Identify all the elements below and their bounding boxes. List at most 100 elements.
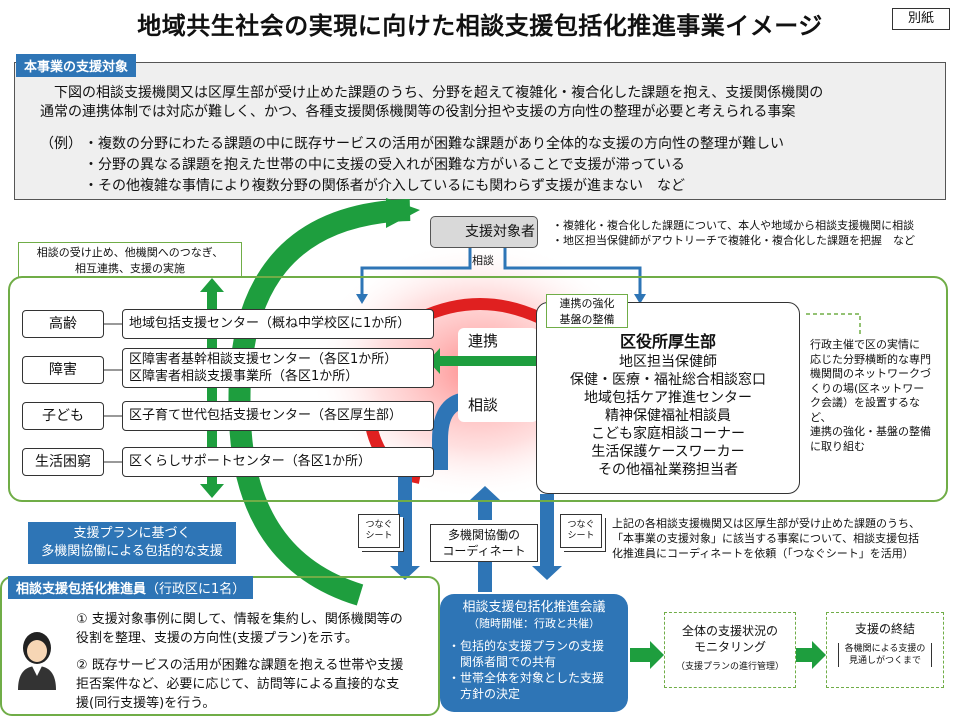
left-callout: 相談の受け止め、他機関へのつなぎ、 相互連携、支援の実施 — [18, 242, 242, 278]
subject-label: 支援対象者 — [465, 224, 535, 240]
ward-item: 地区担当保健師 — [619, 354, 717, 370]
category-children: 子ども — [22, 402, 104, 430]
avatar-face — [27, 640, 47, 662]
meeting-sub: （随時開催：行政と共催） — [468, 617, 600, 630]
example-item: ・分野の異なる課題を抱えた世帯の中に支援の受入れが困難な方がいることで支援が滞っ… — [84, 157, 685, 173]
coordinator-item-line: ② 既存サービスの活用が困難な課題を抱える世帯や支援 — [76, 658, 404, 673]
monitor-line: 全体の支援状況の — [681, 624, 778, 638]
plan-box: 支援プランに基づく 多機関協働による包括的な支援 — [28, 522, 236, 564]
green-arrowhead-down — [200, 484, 224, 498]
ward-item: 生活保護ケースワーカー — [591, 444, 745, 460]
right-note-line: 機関間のネットワークづ — [810, 367, 931, 380]
coordinate-box: 多機関協働の コーディネート — [430, 524, 538, 562]
example-item: ・その他複雑な事情により複数分野の関係者が介入しているにも関わらず支援が進まない… — [84, 178, 686, 194]
flow-arrow-1 — [630, 641, 664, 669]
meeting-item: 方針の決定 — [448, 687, 521, 701]
consult-line-left — [360, 248, 472, 296]
meeting-box: 相談支援包括化推進会議 （随時開催：行政と共催） ・包括的な支援プランの支援 関… — [440, 594, 628, 712]
coordinator-item-line: 拒否案件など、必要に応じて、訪問等による直接的な支 — [76, 677, 400, 692]
blue-arrow-up-center — [478, 500, 492, 520]
end-sub-line: 各機関による支援の — [844, 644, 926, 654]
right-dashed-line — [806, 313, 861, 336]
end-box: 支援の終結 各機関による支援の 見通しがつくまで — [826, 612, 944, 688]
meeting-title: 相談支援包括化推進会議 — [462, 600, 606, 615]
right-note-line: 行政主催で区の実情に — [810, 338, 920, 351]
subject-box: 支援対象者 — [430, 216, 538, 248]
target-description-line: 下図の相談支援機関又は区厚生部が受け止めた課題のうち、分野を超えて複雑化・複合化… — [54, 85, 824, 101]
ward-item: その他福祉業務担当者 — [598, 462, 738, 478]
institution-children: 区子育て世代包括支援センター（各区厚生部） — [122, 401, 434, 431]
end-sub-line: 見通しがつくまで — [848, 656, 921, 666]
consult-line-right — [503, 248, 642, 296]
request-line: 「本事業の支援対象」に該当する事案について、相談支援包括 — [612, 532, 920, 545]
plan-line: 支援プランに基づく — [73, 526, 191, 541]
right-note-line: くりの場(区ネットワー — [810, 381, 925, 395]
meeting-item: ・世帯全体を対象とした支援 — [448, 671, 605, 685]
coordinator-label-sub: （行政区に1名） — [146, 582, 246, 597]
left-callout-line: 相談の受け止め、他機関へのつなぎ、 — [36, 246, 224, 259]
category-poverty: 生活困窮 — [22, 448, 104, 476]
blue-arrowhead-up — [470, 486, 500, 500]
right-note-line: 応じた分野横断的な専門 — [810, 352, 931, 366]
consult-label: 相談 — [472, 254, 494, 267]
meeting-item: 関係者間での共有 — [448, 655, 557, 669]
coordinator-item-line: ① 支援対象事例に関して、情報を集約し、関係機関等の — [76, 612, 403, 627]
example-item: ・複数の分野にわたる課題の中に既存サービスの活用が困難な課題があり全体的な支援の… — [84, 136, 784, 152]
ward-item: 地域包括ケア推進センター — [584, 390, 752, 406]
request-note: 上記の各相談支援機関又は区厚生部が受け止めた課題のうち、 「本事業の支援対象」に… — [612, 516, 958, 561]
sheet-line: つなぐ — [567, 520, 595, 530]
avatar-body — [18, 666, 56, 690]
ward-item: こども家庭相談コーナー — [591, 426, 745, 442]
target-label: 本事業の支援対象 — [16, 54, 137, 77]
target-description-line: 通常の連携体制では対応が難しく、かつ、各種支援関係機関等の役割分担や支援の方向性… — [40, 104, 796, 120]
request-line: 化推進員にコーディネートを依頼（「つなぐシート」を活用） — [612, 547, 914, 560]
monitor-box: 全体の支援状況の モニタリング （支援プランの進行管理） — [664, 612, 796, 688]
institution-poverty: 区くらしサポートセンター（各区1か所） — [122, 447, 434, 477]
green-arc-arrowhead — [386, 198, 420, 228]
example-label: （例） — [40, 136, 82, 152]
coordinator-item-1: ① 支援対象事例に関して、情報を集約し、関係機関等の 役割を整理、支援の方向性(… — [76, 610, 438, 648]
plan-line: 多機関協働による包括的な支援 — [41, 544, 223, 559]
consult-arrowhead-right — [634, 294, 646, 304]
coordinate-line: コーディネート — [442, 544, 526, 558]
ward-item: 保健・医療・福祉総合相談窓口 — [570, 372, 766, 388]
sheet-line: シート — [365, 531, 393, 541]
coordinator-avatar — [18, 632, 56, 690]
ward-heading: 区役所厚生部 — [619, 332, 716, 351]
institution-line: 区障害者相談支援事業所（各区1か所） — [129, 369, 359, 384]
consult-arrowhead-left — [356, 294, 368, 304]
coordinator-label-text: 相談支援包括化推進員 — [16, 582, 147, 597]
monitor-line: モニタリング — [693, 640, 766, 654]
ward-item: 精神保健福祉相談員 — [605, 408, 731, 424]
sheet-line: つなぐ — [365, 520, 393, 530]
target-description: 下図の相談支援機関又は区厚生部が受け止めた課題のうち、分野を超えて複雑化・複合化… — [40, 84, 936, 122]
strengthen-callout: 連携の強化 基盤の整備 — [546, 294, 628, 328]
blue-arrow-stem-center — [478, 562, 492, 592]
green-arrowhead-left — [428, 348, 440, 374]
target-section — [14, 62, 946, 200]
institution-elderly: 地域包括支援センター（概ね中学校区に1か所） — [122, 309, 434, 339]
end-title: 支援の終結 — [854, 622, 915, 636]
flow-arrow-2 — [796, 641, 826, 669]
subject-note: ・複雑化・複合化した課題について、本人や地域から相談支援機関に相談 — [552, 219, 915, 232]
avatar-collar — [32, 666, 42, 676]
subject-note: ・地区担当保健師がアウトリーチで複雑化・複合化した課題を把握 など — [552, 234, 915, 247]
request-line: 上記の各相談支援機関又は区厚生部が受け止めた課題のうち、 — [612, 517, 920, 530]
institution-disability: 区障害者基幹相談支援センター（各区1か所） 区障害者相談支援事業所（各区1か所） — [122, 348, 434, 388]
meeting-item: ・包括的な支援プランの支援 — [448, 639, 605, 653]
coordinator-item-line: 援(同行支援等)を行う。 — [76, 696, 216, 711]
coordinator-item-2: ② 既存サービスの活用が困難な課題を抱える世帯や支援 拒否案件など、必要に応じて… — [76, 656, 438, 713]
sheet-line: シート — [567, 531, 595, 541]
tsunagu-sheet-left: つなぐ シート — [358, 514, 400, 548]
right-note-line: 連携の強化・基盤の整備 — [810, 425, 931, 438]
end-sub: 各機関による支援の 見通しがつくまで — [838, 643, 932, 667]
green-vertical-arrow — [207, 290, 217, 486]
ward-office-box: 区役所厚生部 地区担当保健師 保健・医療・福祉総合相談窓口 地域包括ケア推進セン… — [536, 302, 800, 494]
strengthen-line: 連携の強化 — [559, 297, 615, 310]
monitor-sub: （支援プランの進行管理） — [675, 662, 784, 672]
right-note-line: に取り組む — [810, 439, 865, 453]
green-arrowhead-up — [200, 278, 224, 292]
attachment-badge: 別紙 — [892, 8, 950, 30]
page-title: 地域共生社会の実現に向けた相談支援包括化推進事業イメージ — [137, 12, 823, 40]
category-elderly: 高齢 — [22, 310, 104, 338]
